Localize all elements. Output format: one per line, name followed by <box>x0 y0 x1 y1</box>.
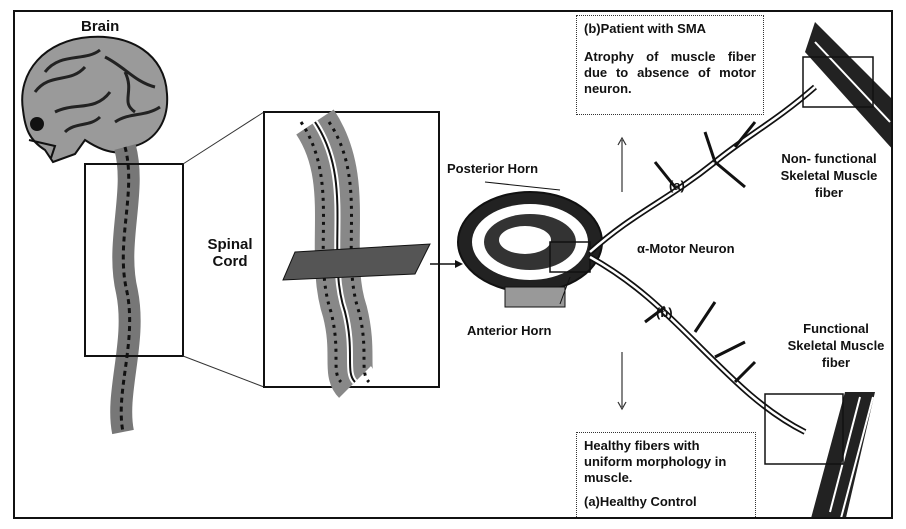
functional-label: Functional Skeletal Muscle fiber <box>781 320 891 371</box>
healthy-control-box: Healthy fibers with uniform morphology i… <box>576 432 756 519</box>
posterior-horn-label: Posterior Horn <box>447 160 538 177</box>
motor-neuron-branches-inner <box>590 87 815 432</box>
nonfunctional-label: Non- functional Skeletal Muscle fiber <box>769 150 889 201</box>
healthy-control-title: (a)Healthy Control <box>584 494 748 510</box>
spinal-column <box>121 147 129 432</box>
anterior-horn-label: Anterior Horn <box>467 322 552 339</box>
brain-illustration <box>22 37 167 162</box>
sma-patient-box: (b)Patient with SMA Atrophy of muscle fi… <box>576 15 764 115</box>
zoom-line-top <box>183 112 264 164</box>
zoom-line-bottom <box>183 356 264 387</box>
nonfunctional-muscle-fiber <box>805 22 893 152</box>
spinal-cord-label: Spinal Cord <box>200 236 260 270</box>
motor-neuron-branches <box>590 87 815 432</box>
brain-label: Brain <box>81 18 119 35</box>
branch-b-label: (b) <box>656 304 673 321</box>
spinal-cord-cross-section <box>458 192 602 307</box>
section-arrow-head <box>455 260 463 268</box>
figure-frame: Brain Spinal Cord Posterior Horn Anterio… <box>13 10 893 519</box>
posterior-horn-pointer <box>485 182 560 190</box>
motor-neuron-label: α-Motor Neuron <box>637 240 735 257</box>
healthy-control-text: Healthy fibers with uniform morphology i… <box>584 438 748 486</box>
branch-a-label: (a) <box>669 177 685 194</box>
sma-patient-title: (b)Patient with SMA <box>584 21 756 37</box>
sma-patient-text: Atrophy of muscle fiber due to absence o… <box>584 49 756 97</box>
